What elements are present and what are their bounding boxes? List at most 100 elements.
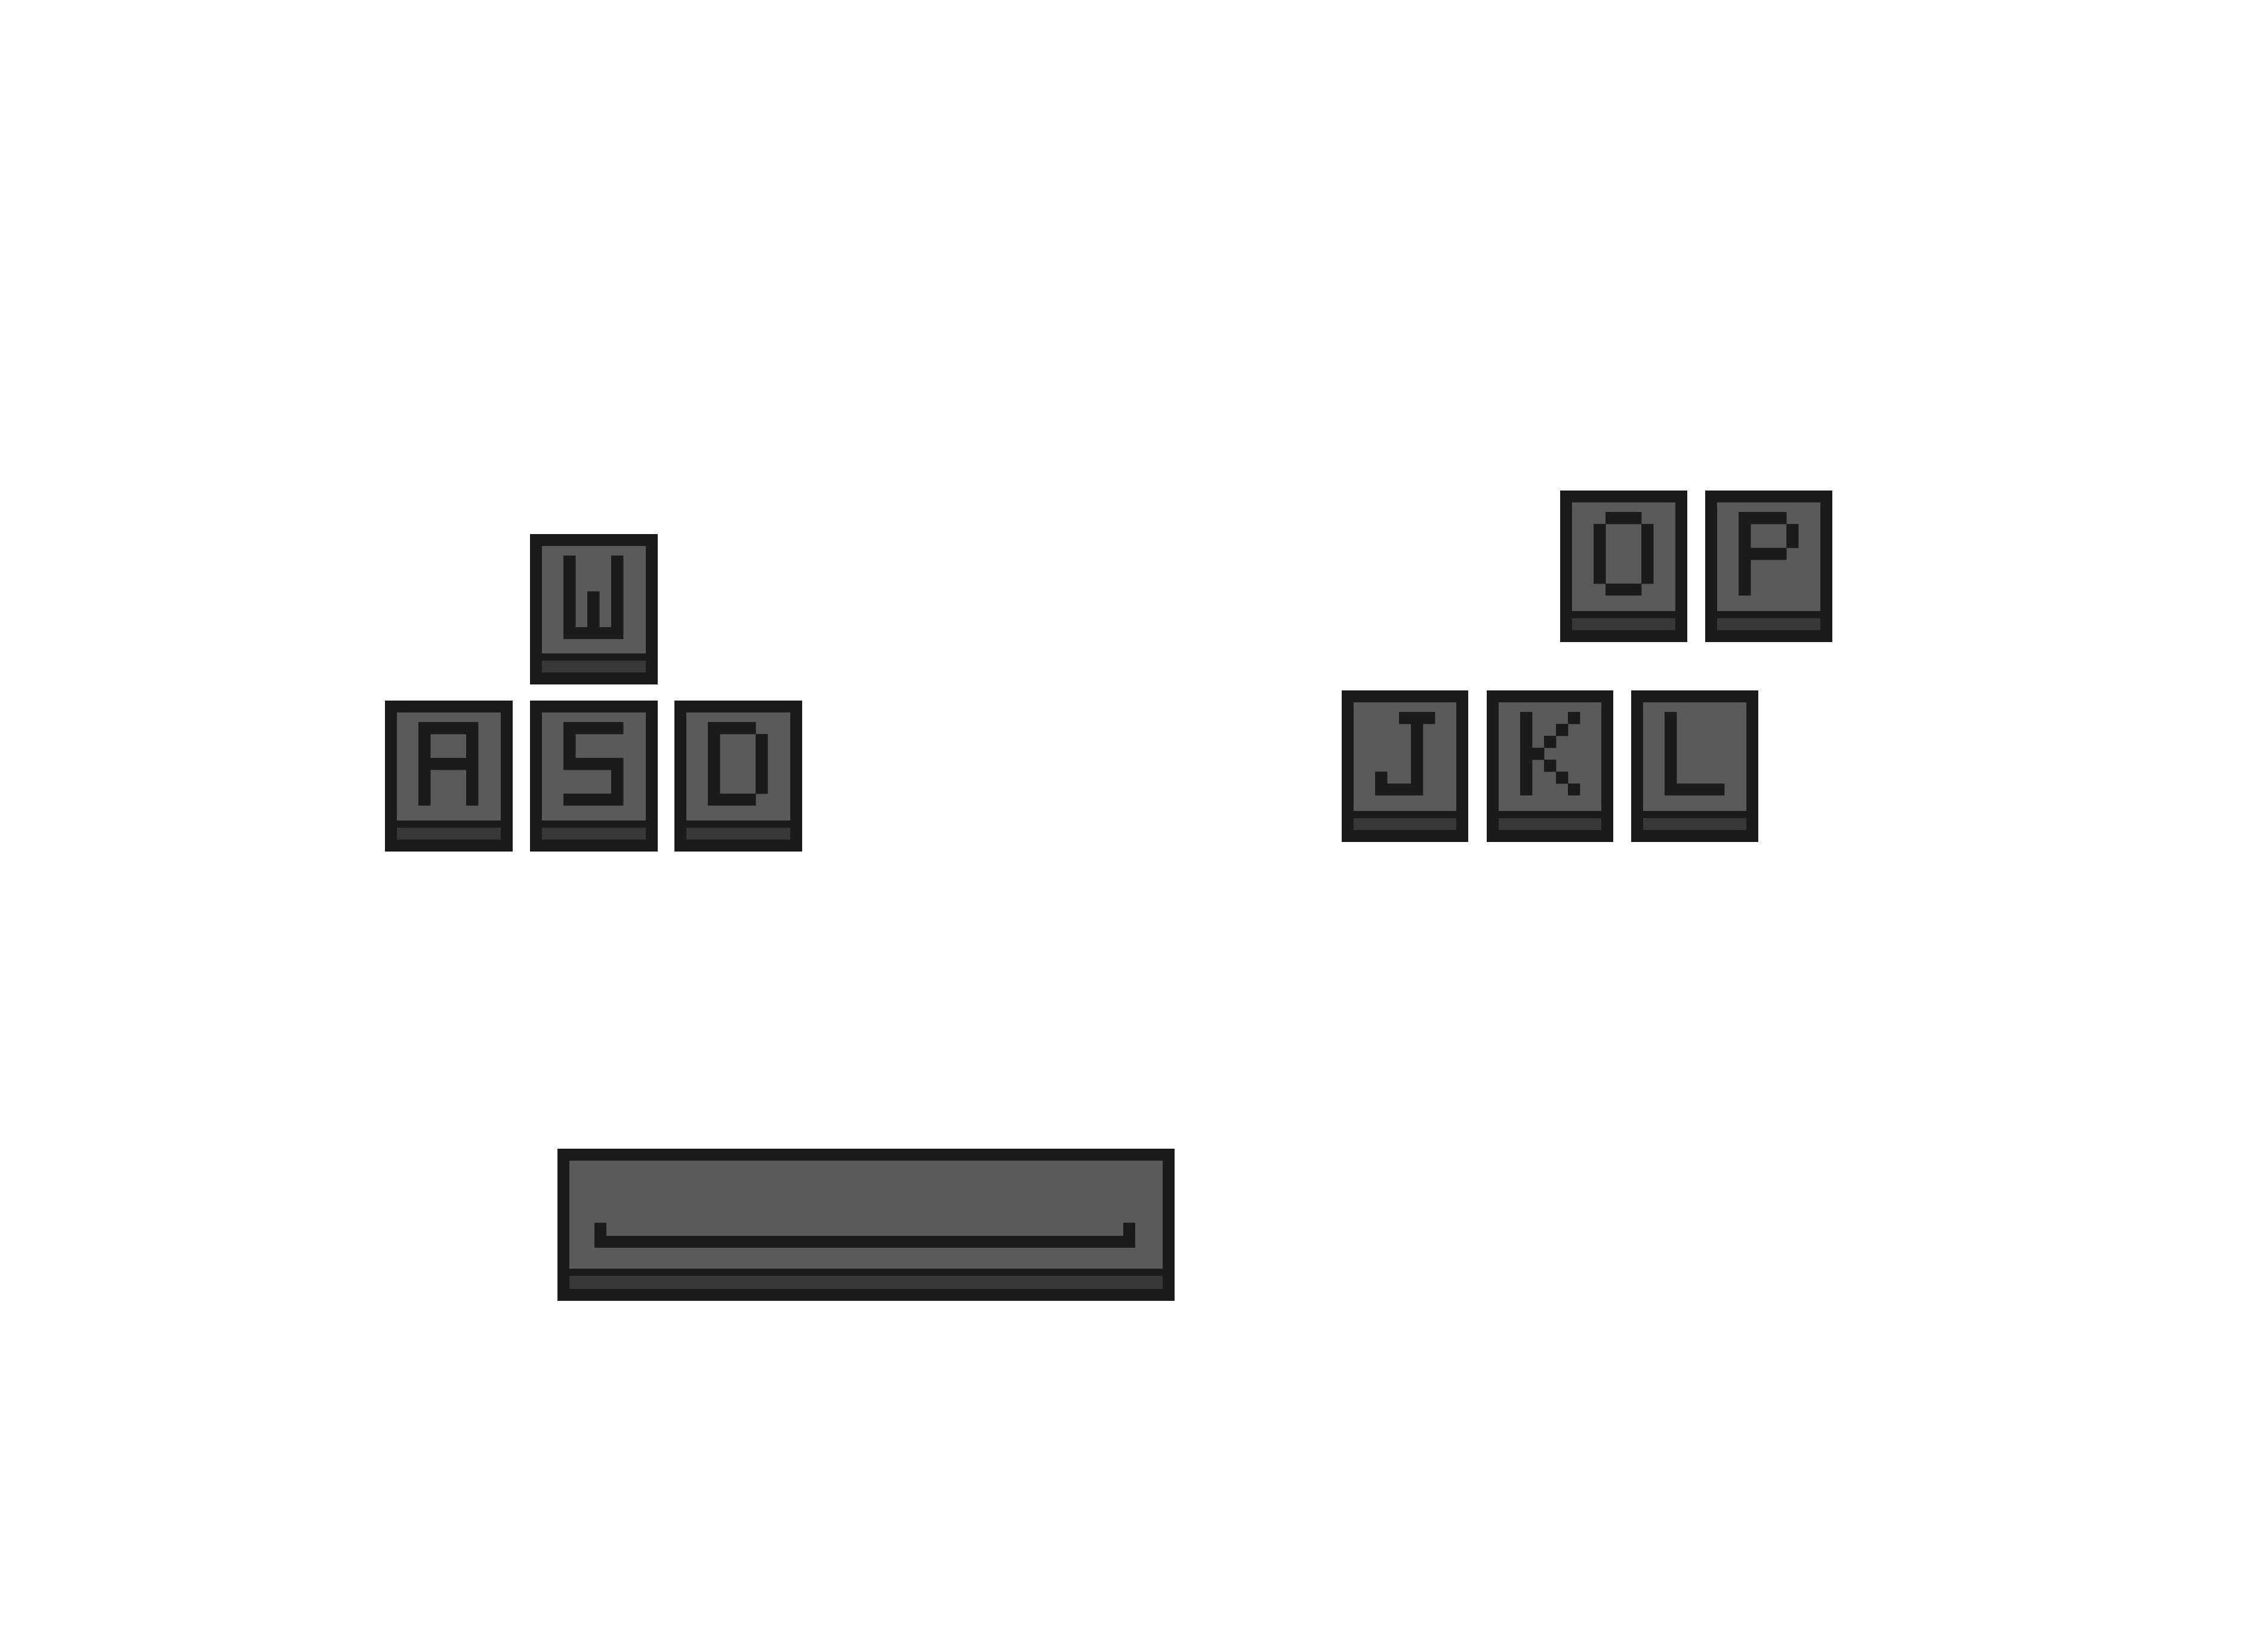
glyph-pixel bbox=[418, 770, 431, 782]
glyph-pixel bbox=[563, 603, 576, 616]
glyph-pixel bbox=[466, 722, 479, 735]
glyph-pixel bbox=[756, 782, 768, 794]
glyph-pixel bbox=[1411, 736, 1423, 748]
key-shadow-strip bbox=[1643, 818, 1746, 830]
glyph-pixel bbox=[611, 782, 624, 794]
glyph-d bbox=[708, 722, 768, 806]
glyph-pixel bbox=[1751, 512, 1763, 525]
glyph-pixel bbox=[599, 794, 612, 806]
glyph-pixel bbox=[563, 758, 576, 770]
glyph-pixel bbox=[587, 615, 600, 628]
glyph-pixel bbox=[1739, 524, 1751, 536]
glyph-l bbox=[1665, 712, 1725, 795]
glyph-pixel bbox=[418, 746, 431, 758]
key-shadow-strip bbox=[1572, 618, 1675, 630]
glyph-pixel bbox=[563, 591, 576, 604]
key-s[interactable]: S bbox=[530, 701, 658, 852]
glyph-pixel bbox=[611, 591, 624, 604]
key-w[interactable]: W bbox=[530, 534, 658, 684]
glyph-pixel bbox=[1665, 748, 1677, 760]
glyph-pixel bbox=[587, 591, 600, 604]
glyph-pixel bbox=[1688, 784, 1701, 795]
glyph-pixel bbox=[1665, 772, 1677, 784]
glyph-pixel bbox=[611, 567, 624, 580]
glyph-pixel bbox=[1665, 784, 1677, 795]
key-space[interactable]: Space bbox=[557, 1149, 1175, 1301]
glyph-pixel bbox=[1387, 784, 1400, 795]
glyph-pixel bbox=[756, 770, 768, 782]
key-o[interactable]: O bbox=[1560, 491, 1687, 642]
glyph-pixel bbox=[1520, 712, 1533, 724]
glyph-pixel bbox=[1411, 772, 1423, 784]
key-d[interactable]: D bbox=[674, 701, 802, 852]
glyph-k bbox=[1520, 712, 1580, 795]
glyph-pixel bbox=[708, 758, 720, 770]
glyph-pixel bbox=[1520, 772, 1533, 784]
glyph-pixel bbox=[1641, 572, 1654, 584]
glyph-pixel bbox=[744, 722, 756, 735]
glyph-pixel bbox=[1629, 584, 1642, 596]
glyph-pixel bbox=[575, 794, 588, 806]
glyph-pixel bbox=[418, 758, 431, 770]
key-shadow-strip bbox=[542, 661, 646, 673]
glyph-pixel bbox=[1774, 512, 1787, 525]
glyph-pixel bbox=[1375, 784, 1388, 795]
glyph-pixel bbox=[720, 722, 732, 735]
key-shadow-strip bbox=[686, 828, 790, 840]
glyph-pixel bbox=[756, 746, 768, 758]
glyph-pixel bbox=[1677, 784, 1689, 795]
glyph-pixel bbox=[1594, 524, 1606, 536]
glyph-pixel bbox=[708, 746, 720, 758]
glyph-pixel bbox=[442, 758, 455, 770]
glyph-a bbox=[418, 722, 479, 806]
glyph-pixel bbox=[418, 794, 431, 806]
glyph-w bbox=[563, 556, 624, 639]
key-face bbox=[569, 1161, 1163, 1269]
glyph-p bbox=[1739, 512, 1799, 596]
key-j[interactable]: J bbox=[1342, 690, 1468, 842]
glyph-pixel bbox=[1594, 536, 1606, 548]
glyph-pixel bbox=[1411, 748, 1423, 760]
glyph-pixel bbox=[430, 758, 443, 770]
glyph-pixel bbox=[1641, 524, 1654, 536]
glyph-pixel bbox=[1556, 724, 1569, 736]
glyph-pixel bbox=[1751, 548, 1763, 560]
glyph-pixel bbox=[611, 603, 624, 616]
glyph-pixel bbox=[744, 794, 756, 806]
glyph-pixel bbox=[1739, 536, 1751, 548]
glyph-pixel bbox=[1594, 560, 1606, 572]
glyph-pixel bbox=[708, 794, 720, 806]
glyph-pixel bbox=[418, 722, 431, 735]
glyph-pixel bbox=[1739, 512, 1751, 525]
glyph-pixel bbox=[1739, 560, 1751, 572]
glyph-pixel bbox=[611, 556, 624, 568]
glyph-pixel bbox=[1594, 548, 1606, 560]
key-a[interactable]: A bbox=[385, 701, 513, 852]
glyph-pixel bbox=[563, 794, 576, 806]
glyph-pixel bbox=[563, 627, 576, 639]
glyph-pixel bbox=[708, 722, 720, 735]
glyph-pixel bbox=[1786, 524, 1799, 536]
glyph-pixel bbox=[418, 734, 431, 747]
glyph-pixel bbox=[1399, 784, 1412, 795]
key-l[interactable]: L bbox=[1631, 690, 1758, 842]
glyph-pixel bbox=[587, 758, 600, 770]
glyph-pixel bbox=[563, 734, 576, 747]
glyph-pixel bbox=[1532, 748, 1545, 760]
glyph-j bbox=[1375, 712, 1435, 795]
key-p[interactable]: P bbox=[1705, 491, 1832, 642]
glyph-pixel bbox=[454, 722, 467, 735]
key-k[interactable]: K bbox=[1487, 690, 1613, 842]
key-shadow-strip bbox=[542, 828, 646, 840]
glyph-pixel bbox=[611, 758, 624, 770]
glyph-pixel bbox=[466, 758, 479, 770]
glyph-o bbox=[1594, 512, 1654, 596]
glyph-pixel bbox=[1568, 712, 1580, 724]
key-face bbox=[1499, 702, 1601, 811]
glyph-pixel bbox=[732, 794, 744, 806]
glyph-pixel bbox=[720, 794, 732, 806]
glyph-pixel bbox=[466, 770, 479, 782]
glyph-pixel bbox=[563, 722, 576, 735]
glyph-pixel bbox=[1606, 512, 1618, 525]
key-label: W bbox=[530, 534, 531, 535]
